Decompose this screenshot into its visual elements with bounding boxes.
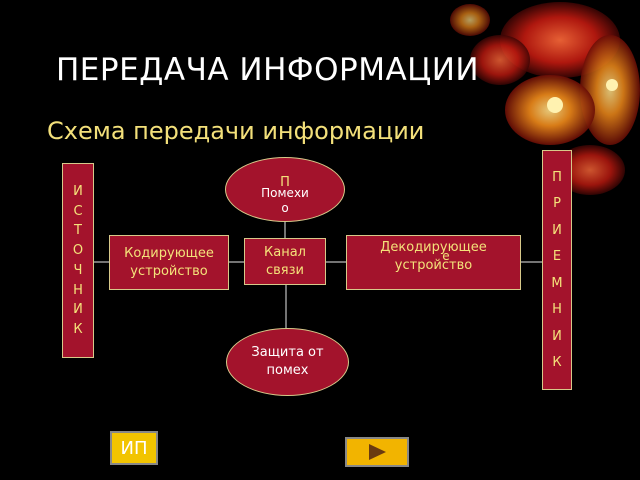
receiver-letter: Р [553, 196, 561, 212]
source-letter: Т [74, 223, 82, 239]
ip-button[interactable]: ИП [110, 431, 158, 465]
protection-label-line2: помех [266, 363, 309, 378]
decoder-label-line2: устройство [394, 257, 473, 273]
channel-label-line1: Канал [264, 244, 306, 260]
source-letter: Н [73, 282, 83, 298]
receiver-letter: М [551, 275, 563, 291]
receiver-letter: И [552, 222, 562, 238]
source-letter: Ч [73, 262, 83, 278]
noise-letter-o: о [281, 201, 289, 215]
source-letter: О [72, 243, 84, 259]
receiver-box: П Р И Е М Н И К [542, 150, 572, 390]
ip-button-label: ИП [120, 437, 148, 459]
channel-box: Канал связи [244, 238, 326, 285]
decoder-label-line1: Декодирующее [380, 239, 487, 255]
encoder-box: Кодирующее устройство [109, 235, 229, 290]
source-letter: С [73, 203, 83, 219]
noise-ellipse: П Помехи о [225, 157, 345, 222]
decoder-box: Декодирующее устройство е [346, 235, 521, 290]
next-slide-button[interactable] [345, 437, 409, 467]
encoder-label-line2: устройство [130, 263, 208, 279]
channel-label-line2: связи [265, 262, 304, 278]
receiver-letter: Е [552, 249, 562, 265]
slide-title: ПЕРЕДАЧА ИНФОРМАЦИИ [56, 52, 480, 88]
source-letter: К [73, 322, 83, 338]
source-letter: И [73, 302, 83, 318]
decoder-overlap-letter: е [442, 248, 450, 263]
noise-label: Помехи [261, 186, 309, 200]
protection-ellipse: Защита от помех [226, 328, 349, 396]
play-right-icon [369, 444, 386, 460]
slide-subtitle: Схема передачи информации [47, 117, 425, 145]
noise-letter-p: П [280, 175, 290, 190]
receiver-letter: П [552, 169, 562, 185]
receiver-letter: Н [552, 302, 562, 318]
encoder-label-line1: Кодирующее [124, 245, 214, 261]
receiver-letter: И [552, 328, 562, 344]
flower-decoration [440, 0, 640, 200]
protection-label-line1: Защита от [251, 345, 324, 360]
source-box: И С Т О Ч Н И К [62, 163, 94, 358]
source-letter: И [73, 183, 83, 199]
receiver-letter: К [552, 355, 562, 371]
